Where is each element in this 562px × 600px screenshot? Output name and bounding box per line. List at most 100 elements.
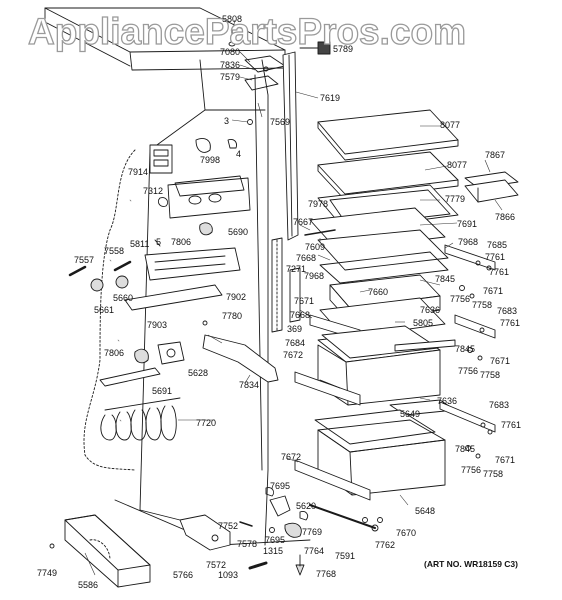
callout-7312: 7312 xyxy=(143,186,164,196)
callout-7667-a: 7667 xyxy=(293,217,314,227)
callout-7845-b: 7845 xyxy=(455,344,476,354)
callout-5649: 5649 xyxy=(400,409,421,419)
rail-369 xyxy=(289,267,301,323)
callout-7668-b: 7668 xyxy=(290,310,311,320)
callout-7756-a: 7756 xyxy=(450,294,471,304)
callout-7761-a: 7761 xyxy=(485,252,506,262)
rail-7636-a xyxy=(394,339,456,352)
callout-7968-a: 7968 xyxy=(458,237,479,247)
callout-7761-d: 7761 xyxy=(501,420,522,430)
callout-7578: 7578 xyxy=(237,539,258,549)
bracket-7578 xyxy=(179,514,231,551)
callout-369: 369 xyxy=(287,324,303,334)
callout-7779: 7779 xyxy=(445,194,466,204)
callout-7670: 7670 xyxy=(396,528,417,538)
drawer-cover-lower xyxy=(314,409,436,445)
callout-7836: 7836 xyxy=(220,60,241,70)
callout-7968-b: 7968 xyxy=(304,271,325,281)
rod-7591 xyxy=(309,504,376,529)
callout-7691: 7691 xyxy=(457,219,478,229)
callout-5766: 5766 xyxy=(173,570,194,580)
part-5811 xyxy=(157,197,169,207)
callout-7591: 7591 xyxy=(335,551,356,561)
divider-wall xyxy=(261,59,269,546)
callout-7768: 7768 xyxy=(316,569,337,579)
callout-5620: 5620 xyxy=(296,501,317,511)
callout-7683-b: 7683 xyxy=(489,400,510,410)
callout-7914: 7914 xyxy=(128,167,149,177)
callout-5691: 5691 xyxy=(152,386,173,396)
callout-7806-a: 7806 xyxy=(171,237,192,247)
part-7768 xyxy=(295,564,305,576)
hinge-pin xyxy=(228,41,236,47)
callout-5805: 5805 xyxy=(413,318,434,328)
callout-7756-c: 7756 xyxy=(461,465,482,475)
callout-4: 4 xyxy=(236,149,242,159)
callout-5628: 5628 xyxy=(188,368,209,378)
knob-7806-a xyxy=(199,222,213,236)
callout-7761-c: 7761 xyxy=(500,318,521,328)
part-5628 xyxy=(157,341,185,365)
callout-7761-b: 7761 xyxy=(489,267,510,277)
part-7670 xyxy=(377,517,383,523)
part-7769 xyxy=(299,511,309,521)
art-number: (ART NO. WR18159 C3) xyxy=(424,559,518,569)
shelf-8077-b xyxy=(317,151,459,195)
callout-7672-a: 7672 xyxy=(283,350,304,360)
callout-7695-a: 7695 xyxy=(270,481,291,491)
callout-7978: 7978 xyxy=(308,199,329,209)
part-7762 xyxy=(362,517,368,523)
control-panel-7902 xyxy=(144,247,241,281)
callout-7845-c: 7845 xyxy=(455,444,476,454)
callout-7769: 7769 xyxy=(302,527,323,537)
callout-7685: 7685 xyxy=(487,240,508,250)
callout-7671-c: 7671 xyxy=(490,356,511,366)
callout-7749: 7749 xyxy=(37,568,58,578)
heater-7720 xyxy=(100,397,181,441)
callout-7758-a: 7758 xyxy=(472,300,493,310)
callout-8077-a: 8077 xyxy=(440,120,461,130)
callout-1315: 1315 xyxy=(263,546,284,556)
callout-7558: 7558 xyxy=(104,246,125,256)
callout-7845-a: 7845 xyxy=(435,274,456,284)
rail-7683-b xyxy=(439,401,496,433)
callout-7672-b: 7672 xyxy=(281,452,302,462)
part-1093 xyxy=(248,561,268,570)
callout-7758-c: 7758 xyxy=(483,469,504,479)
callout-7720: 7720 xyxy=(196,418,217,428)
callout-3: 3 xyxy=(224,116,230,126)
part-4 xyxy=(227,139,237,149)
rail-7672-b xyxy=(294,459,371,501)
cover-7903 xyxy=(124,284,223,311)
rod-7557 xyxy=(68,265,87,277)
callout-7572: 7572 xyxy=(206,560,227,570)
callout-5661: 5661 xyxy=(94,305,115,315)
bar-5691 xyxy=(99,367,161,387)
callout-7867: 7867 xyxy=(485,150,506,160)
rail-7685 xyxy=(444,244,496,271)
callout-7579: 7579 xyxy=(220,72,241,82)
callout-7780: 7780 xyxy=(222,311,243,321)
callout-5586: 5586 xyxy=(78,580,99,590)
callout-7752: 7752 xyxy=(218,521,239,531)
cabinet-cutaway xyxy=(83,149,136,471)
part-7695-a xyxy=(265,487,275,497)
callout-7903: 7903 xyxy=(147,320,168,330)
callout-7834: 7834 xyxy=(239,380,260,390)
callout-7569: 7569 xyxy=(270,117,291,127)
callout-1093: 1093 xyxy=(218,570,239,580)
callout-7080: 7080 xyxy=(220,47,241,57)
callout-5660: 5660 xyxy=(113,293,134,303)
callout-7557: 7557 xyxy=(74,255,95,265)
callout-7668-a: 7668 xyxy=(296,253,317,263)
callout-7806-b: 7806 xyxy=(104,348,125,358)
callout-7683-a: 7683 xyxy=(497,306,518,316)
callout-7866: 7866 xyxy=(495,212,516,222)
callout-5789: 5789 xyxy=(333,44,354,54)
bracket-7312 xyxy=(174,175,245,197)
callout-5648: 5648 xyxy=(415,506,436,516)
callout-7998: 7998 xyxy=(200,155,221,165)
knob-5661 xyxy=(90,278,104,292)
